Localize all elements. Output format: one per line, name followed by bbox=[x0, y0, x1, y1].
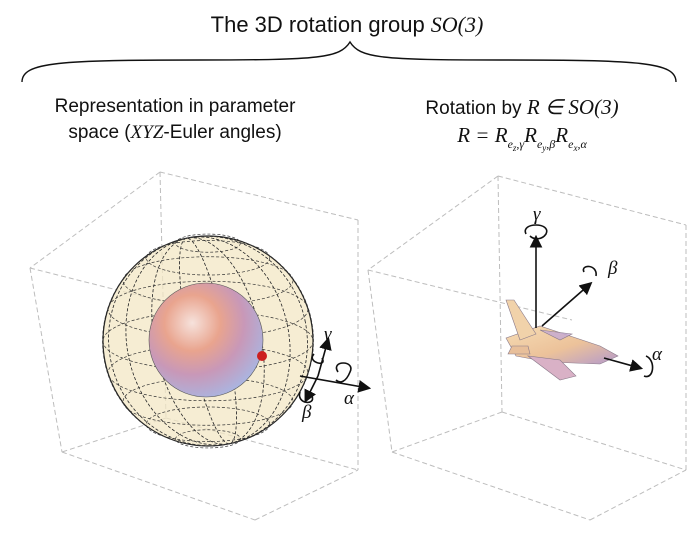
space-shuttle bbox=[505, 299, 619, 381]
rotation-formula: R = Rez,γRey,βRex,α bbox=[362, 122, 682, 161]
formula-lhs: R = bbox=[457, 123, 495, 147]
left-caption-line1: Representation in parameter bbox=[54, 96, 296, 117]
formula-factors: Rez,γRey,βRex,α bbox=[494, 123, 587, 153]
diagram-title: The 3D rotation group SO(3) bbox=[0, 12, 694, 38]
right-bounding-box bbox=[367, 175, 687, 521]
formula-factor-2: Rex,α bbox=[555, 123, 587, 153]
brace bbox=[21, 40, 677, 83]
right-caption-line1: Rotation by R ∈ SO(3) bbox=[362, 94, 682, 122]
left-caption-math: XYZ bbox=[130, 122, 164, 143]
left-caption-post: -Euler angles) bbox=[163, 122, 282, 143]
left-beta-label: β bbox=[301, 402, 312, 423]
left-caption-line2: space (XYZ-Euler angles) bbox=[20, 120, 330, 146]
right-beta-label: β bbox=[607, 258, 618, 279]
right-caption-pre: Rotation by bbox=[425, 98, 527, 119]
right-alpha-label: α bbox=[652, 344, 663, 365]
left-euler-axes bbox=[298, 336, 372, 404]
left-caption-pre: space ( bbox=[68, 122, 131, 143]
sample-point-marker bbox=[257, 351, 267, 361]
inner-sphere bbox=[148, 282, 264, 398]
left-gamma-label: γ bbox=[324, 324, 332, 345]
right-euler-axes bbox=[524, 224, 654, 378]
left-caption: Representation in parameter space (XYZ-E… bbox=[20, 94, 330, 146]
formula-factor-1: Rey,β bbox=[524, 123, 556, 153]
right-caption-math: R ∈ SO(3) bbox=[526, 95, 619, 119]
formula-factor-0: Rez,γ bbox=[494, 123, 525, 153]
right-caption: Rotation by R ∈ SO(3) R = Rez,γRey,βRex,… bbox=[362, 94, 682, 161]
title-text: The 3D rotation group bbox=[210, 12, 431, 37]
title-math: SO(3) bbox=[430, 12, 484, 37]
right-gamma-label: γ bbox=[533, 204, 541, 225]
left-alpha-label: α bbox=[344, 388, 355, 409]
